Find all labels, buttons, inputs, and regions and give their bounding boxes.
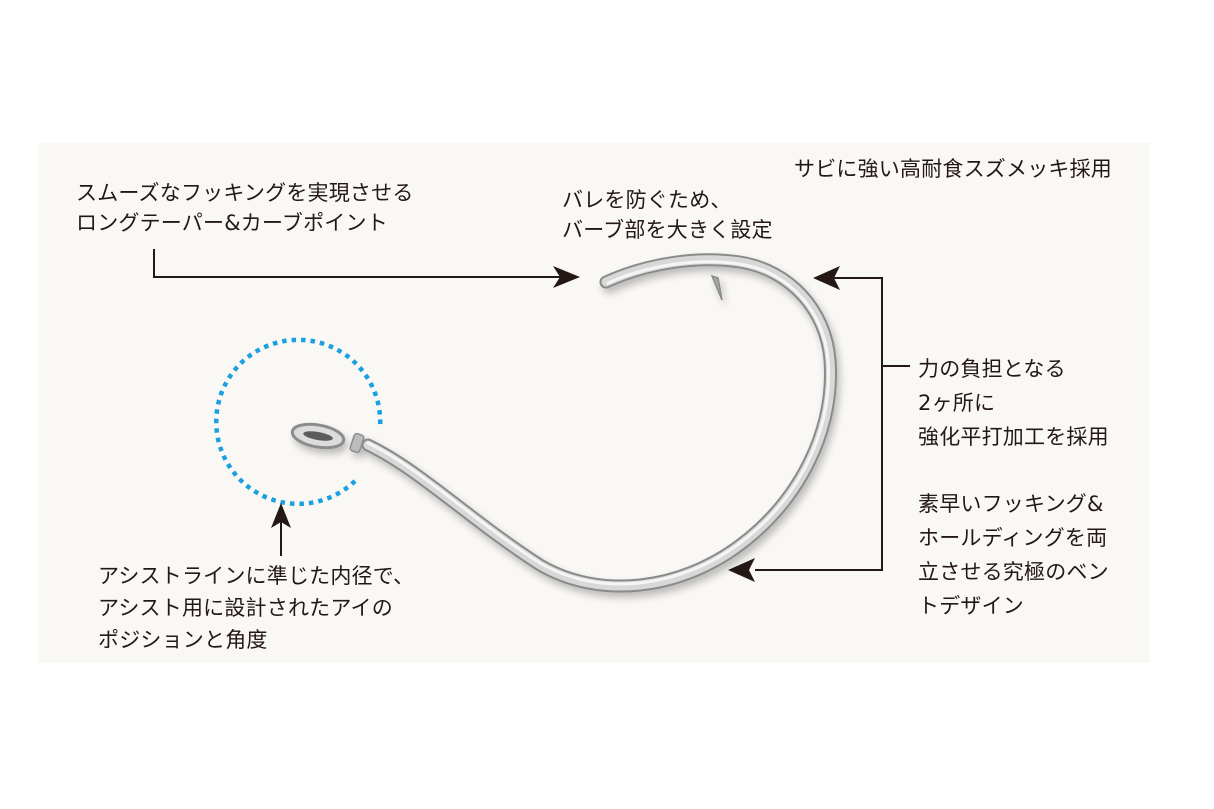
bend-callout-line-1: 素早いフッキング&: [918, 492, 1104, 516]
point-callout-line-1: スムーズなフッキングを実現させる: [76, 181, 414, 205]
forged-callout-line-1: 力の負担となる: [918, 357, 1066, 381]
bend-callout-line-2: ホールディングを両: [918, 526, 1108, 550]
bend-callout-line-3: 立させる究極のベン: [918, 560, 1109, 584]
forged-callout-line-2: 2ヶ所に: [918, 391, 996, 415]
eye-callout-line-2: アシスト用に設計されたアイの: [98, 596, 393, 620]
plating-callout-line-1: サビに強い高耐食スズメッキ採用: [794, 157, 1112, 181]
barb-callout-line-2: バーブ部を大きく設定: [562, 218, 773, 242]
eye-highlight-circle: [214, 337, 383, 507]
bend-callout-line-4: トデザイン: [918, 594, 1024, 618]
barb-callout-line-1: バレを防ぐため、: [562, 188, 732, 212]
forged-callout-line-3: 強化平打加工を採用: [918, 425, 1109, 449]
eye-callout-line-1: アシストラインに準じた内径で、: [98, 564, 415, 588]
point-callout-line-2: ロングテーパー&カーブポイント: [76, 211, 388, 235]
eye-callout-arrow: [271, 503, 291, 556]
eye-callout-line-3: ポジションと角度: [98, 628, 268, 652]
fishing-hook-icon: [290, 253, 837, 593]
diagram-background-panel: [38, 143, 1150, 663]
point-callout-arrow: [153, 249, 580, 288]
plating-callout-label: サビに強い高耐食スズメッキ採用: [794, 154, 1112, 184]
forged-callout-label: 力の負担となる 2ヶ所に 強化平打加工を採用: [918, 352, 1109, 454]
point-callout-label: スムーズなフッキングを実現させる ロングテーパー&カーブポイント: [76, 178, 414, 238]
forged-callout-bracket: [728, 266, 910, 582]
eye-callout-label: アシストラインに準じた内径で、 アシスト用に設計されたアイの ポジションと角度: [98, 560, 414, 656]
bend-callout-label: 素早いフッキング& ホールディングを両 立させる究極のベン トデザイン: [918, 487, 1109, 623]
barb-callout-label: バレを防ぐため、 バーブ部を大きく設定: [562, 185, 773, 245]
